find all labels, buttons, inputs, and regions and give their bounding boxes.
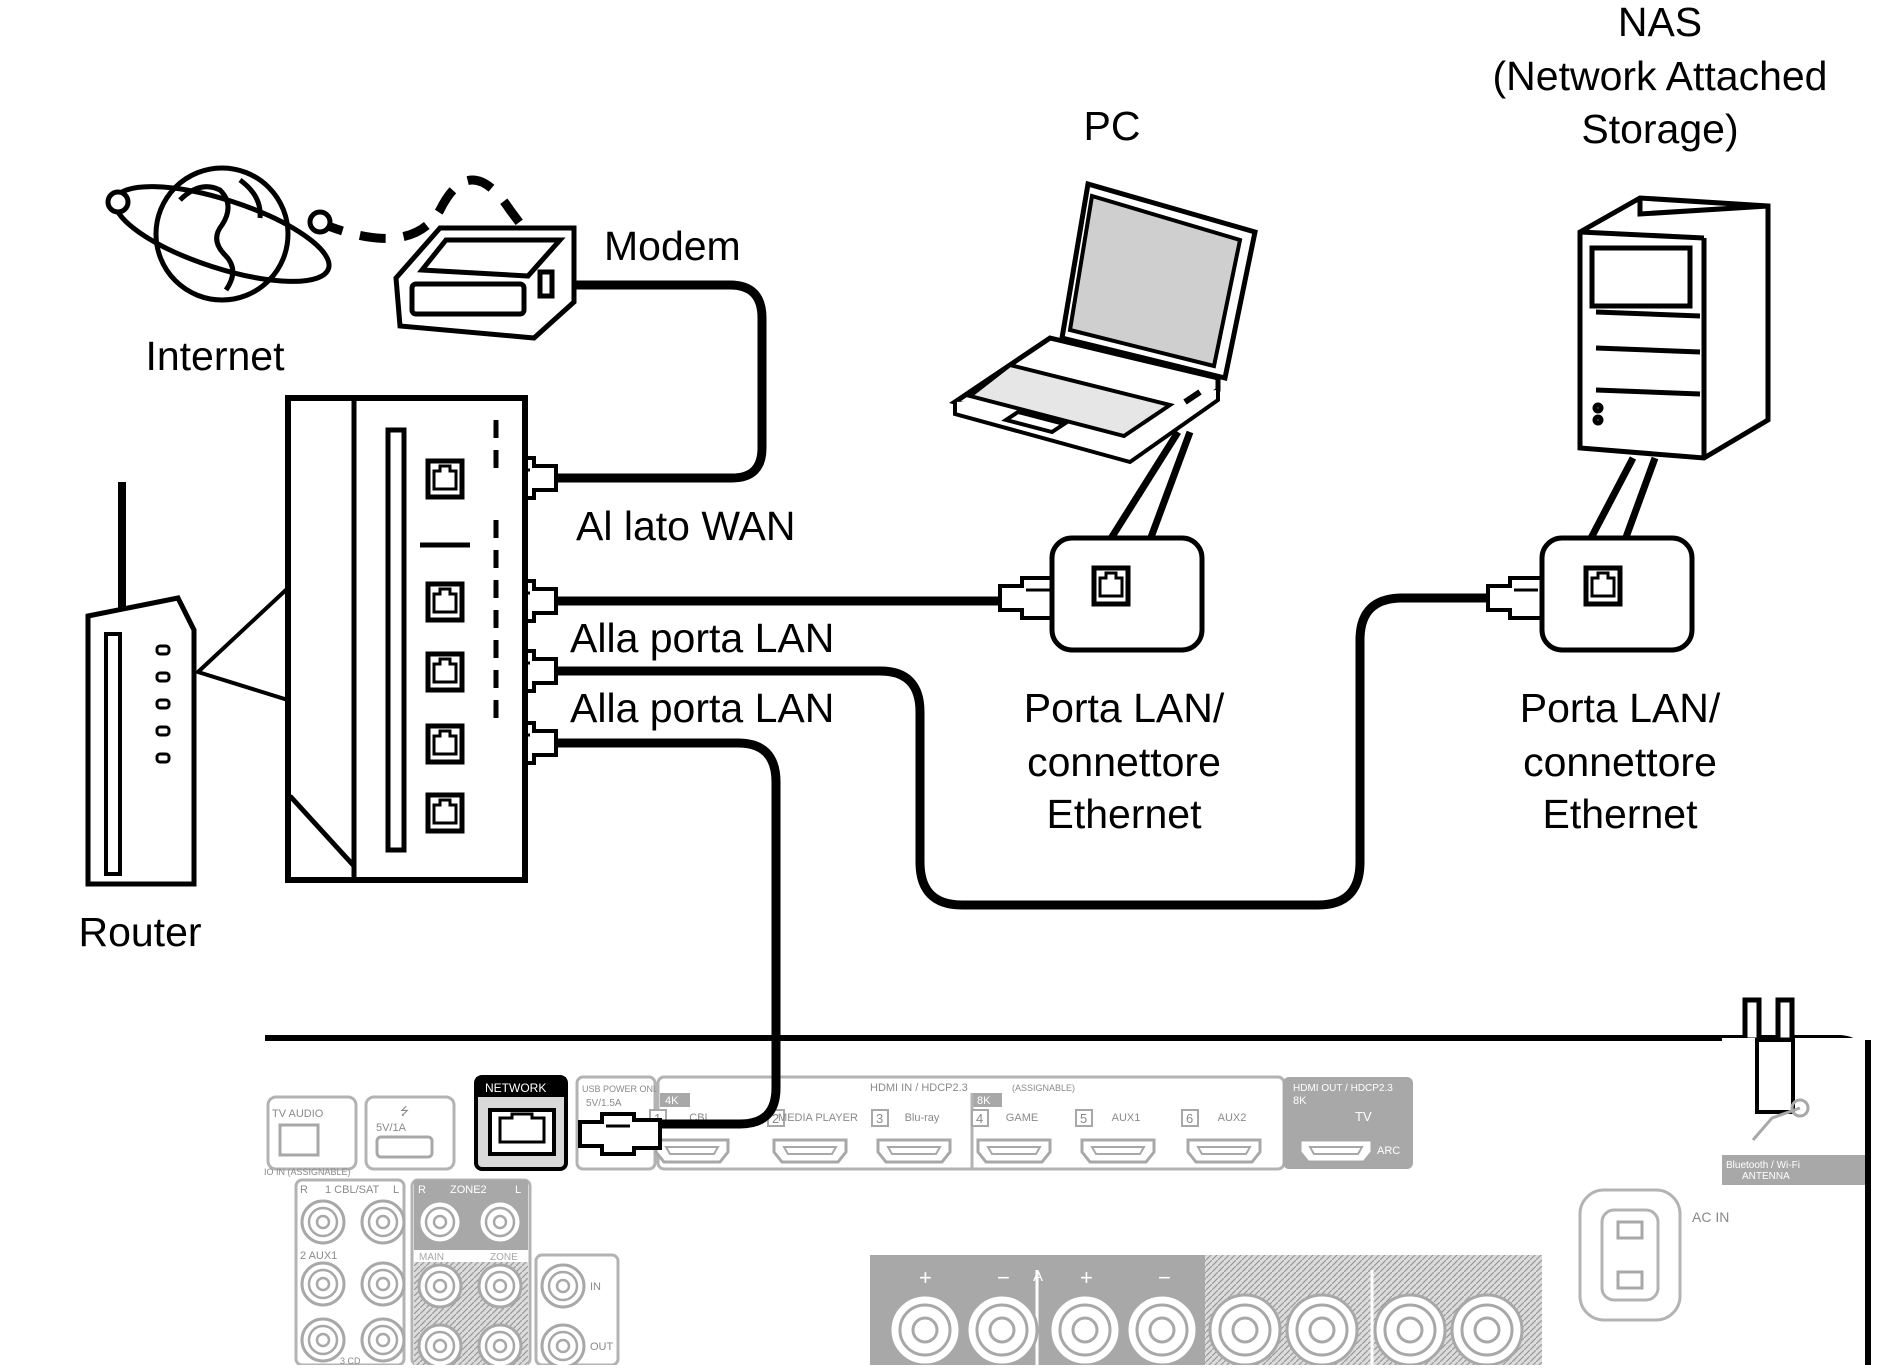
plus-icon: + [1080, 1265, 1093, 1290]
hdmi-input-4: 4 GAME [971, 1109, 1052, 1164]
av-receiver-rear-panel: TV AUDIO IO IN (ASSIGNABLE) ⭍ 5V/1A NETW… [264, 997, 1871, 1369]
badge-8k: 8K [977, 1095, 991, 1107]
hdmi-input-name: GAME [1006, 1112, 1038, 1124]
minus-icon: − [997, 1265, 1010, 1290]
tv-audio-optical-input: TV AUDIO IO IN (ASSIGNABLE) [264, 1095, 358, 1177]
hdmi-input-3: 3 Blu-ray [871, 1109, 952, 1164]
antenna-label-2: ANTENNA [1742, 1171, 1790, 1182]
subwoofer-in-out: IN OUT [534, 1253, 620, 1369]
hdmi-input-number: 5 [1080, 1111, 1087, 1126]
hdmi-input-number: 2 [772, 1111, 779, 1126]
nas-port-label-3: Ethernet [1543, 791, 1699, 837]
receiver-network-port: NETWORK [474, 1075, 568, 1171]
zone2-outputs: R ZONE2 L MAIN ZONE [410, 1178, 532, 1369]
cables [316, 175, 1495, 1129]
wan-label: Al lato WAN [576, 503, 795, 549]
plus-icon: + [919, 1265, 932, 1290]
hdmi-input-6: 6 AUX2 [1181, 1109, 1262, 1164]
pc-port-label-3: Ethernet [1047, 791, 1203, 837]
hdmi-input-name: MEDIA PLAYER [778, 1112, 858, 1124]
laptop-pc [949, 180, 1258, 653]
speaker-terminals: + − + − A [870, 1255, 1542, 1367]
nas-port-label-2: connettore [1523, 739, 1717, 785]
hdmi-input-5: 5 AUX1 [1075, 1109, 1156, 1164]
pc-port-label-1: Porta LAN/ [1024, 685, 1225, 731]
badge-8k-out: 8K [1293, 1095, 1307, 1107]
usb-rating: 5V/1A [376, 1122, 407, 1134]
modem-label: Modem [604, 223, 741, 269]
speaker-a-label: A [1033, 1268, 1043, 1285]
network-label: NETWORK [485, 1081, 546, 1095]
cable-modem-to-wan [527, 280, 767, 483]
channel-l-label: L [393, 1184, 399, 1196]
badge-4k: 4K [665, 1095, 679, 1107]
nas-storage [1539, 195, 1771, 653]
cd-label: 3 CD [340, 1356, 361, 1365]
hdmi-input-number: 6 [1186, 1111, 1193, 1126]
nas-port-label-1: Porta LAN/ [1520, 685, 1721, 731]
cbl-sat-label: 1 CBL/SAT [325, 1184, 379, 1196]
hdmi-input-number: 4 [976, 1111, 983, 1126]
pc-label: PC [1084, 103, 1141, 149]
hdmi-out-label: HDMI OUT / HDCP2.3 [1293, 1083, 1393, 1094]
hdmi-in-label: HDMI IN / HDCP2.3 [870, 1082, 968, 1094]
hdmi-input-number: 3 [876, 1111, 883, 1126]
lan-label-2: Alla porta LAN [570, 685, 834, 731]
zone-label: ZONE [490, 1252, 518, 1263]
main-label: MAIN [419, 1252, 444, 1263]
analog-audio-inputs: R 1 CBL/SAT L 2 AUX1 3 CD [294, 1178, 406, 1367]
minus-icon: − [1158, 1265, 1171, 1290]
usb-icon: ⭍ [400, 1105, 409, 1118]
internet-link-dashed [316, 175, 544, 253]
hdmi-input-name: AUX1 [1112, 1112, 1141, 1124]
router [85, 482, 290, 887]
internet-label: Internet [145, 333, 285, 379]
router-label: Router [78, 909, 201, 955]
nas-title: NAS [1618, 0, 1702, 45]
zone2-r-label: R [418, 1184, 426, 1196]
aux1-label: 2 AUX1 [300, 1250, 337, 1262]
router-rear-panel-zoom [285, 395, 528, 883]
hdmi-input-panel: HDMI IN / HDCP2.3 (ASSIGNABLE) 4K 8K 1CB… [649, 1075, 1286, 1171]
usb-power-label: USB POWER ONLY [582, 1084, 663, 1094]
hdmi-out-arc: ARC [1377, 1145, 1400, 1157]
nas-subtitle-2: Storage) [1581, 106, 1738, 152]
lan-label-1: Alla porta LAN [570, 615, 834, 661]
ac-inlet: AC IN [1578, 1188, 1729, 1322]
usb-port: ⭍ 5V/1A [364, 1095, 456, 1171]
zone2-l-label: L [515, 1184, 521, 1196]
bluetooth-wifi-antenna: Bluetooth / Wi-Fi ANTENNA [1722, 1038, 1871, 1365]
channel-r-label: R [300, 1184, 308, 1196]
antenna-label-1: Bluetooth / Wi-Fi [1726, 1160, 1800, 1171]
modem [393, 225, 577, 341]
zone2-label: ZONE2 [450, 1184, 487, 1196]
out-label: OUT [590, 1341, 614, 1353]
nas-subtitle-1: (Network Attached [1493, 53, 1828, 99]
diagram-labels: NAS (Network Attached Storage) PC Modem … [78, 0, 1827, 955]
cable-lan-to-nas [553, 593, 1495, 910]
ac-in-label: AC IN [1692, 1209, 1729, 1225]
optical-in-label: IO IN (ASSIGNABLE) [264, 1167, 351, 1177]
tv-audio-label: TV AUDIO [272, 1108, 324, 1120]
pc-port-label-2: connettore [1027, 739, 1221, 785]
hdmi-input-name: AUX2 [1218, 1112, 1247, 1124]
cable-lan-to-receiver [553, 738, 781, 1129]
usb-power-rating: 5V/1.5A [586, 1098, 622, 1109]
hdmi-out-tv: TV [1355, 1109, 1372, 1124]
hdmi-output-panel: HDMI OUT / HDCP2.3 8K TV ARC [1283, 1077, 1413, 1169]
in-label: IN [590, 1281, 601, 1293]
internet-globe-icon [105, 165, 333, 303]
hdmi-in-assignable: (ASSIGNABLE) [1012, 1083, 1075, 1093]
hdmi-input-name: Blu-ray [905, 1112, 940, 1124]
